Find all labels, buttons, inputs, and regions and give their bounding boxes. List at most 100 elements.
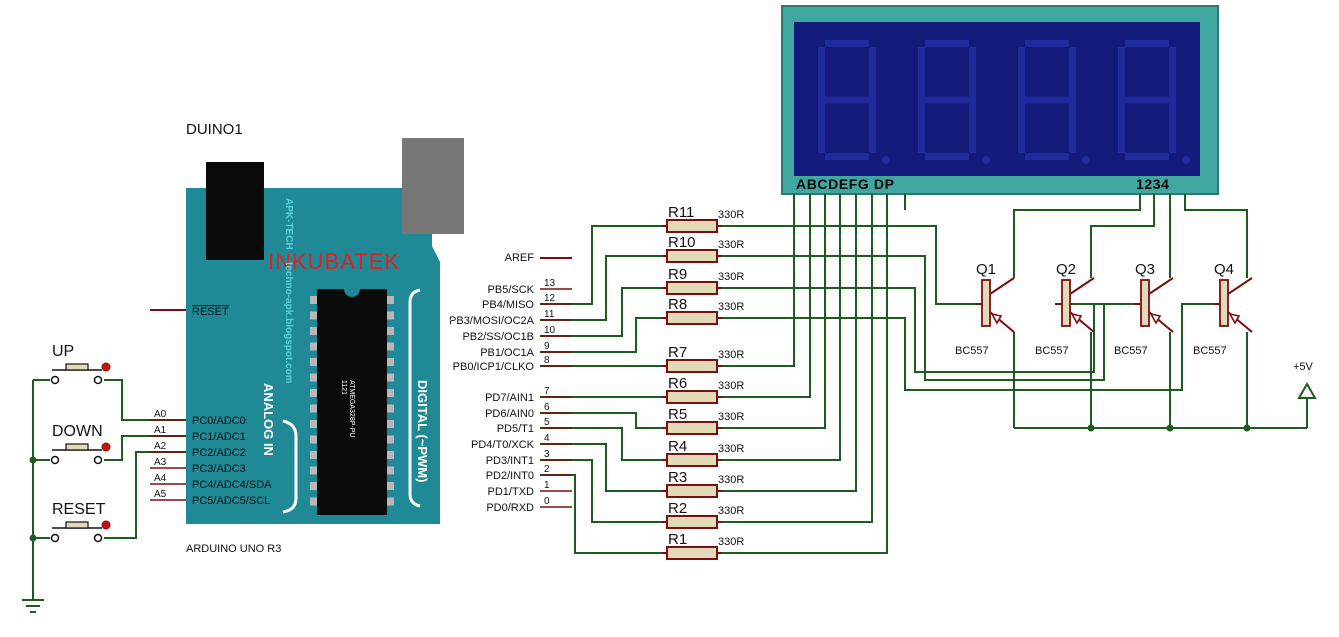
chip-pin: [387, 435, 394, 444]
digital-title: DIGITAL (~PWM): [415, 380, 430, 482]
segment: [925, 153, 969, 160]
vcc-label: +5V: [1293, 361, 1314, 373]
segment: [1118, 100, 1125, 153]
seg-d-wire: [717, 195, 841, 461]
analog-pin-number: A3: [154, 457, 167, 468]
analog-pin-number: A1: [154, 425, 167, 436]
display-digits: [818, 40, 1190, 164]
brand-label: INKUBATEK: [268, 249, 400, 274]
chip-pin: [310, 420, 317, 428]
segment: [969, 47, 976, 100]
analog-pin-number: A0: [154, 409, 167, 420]
chip-pin: [387, 358, 394, 366]
button-terminal: [50, 455, 60, 465]
resistor: [662, 484, 722, 498]
pwm-tilde-icon: ~: [457, 331, 464, 343]
power-jack: [402, 138, 464, 234]
resistor: [662, 453, 722, 467]
analog-pin-name: PC3/ADC3: [192, 463, 246, 475]
digital-pin-number: 0: [544, 496, 550, 507]
pnp-transistor: [975, 277, 1015, 333]
digit2-wire: [1090, 195, 1155, 278]
resistor: [662, 281, 722, 295]
digital-pin-number: 5: [544, 417, 550, 428]
chip-pin: [387, 389, 394, 397]
digit4-wire: [1184, 195, 1248, 278]
transistor-ref: Q1: [976, 261, 996, 278]
button-terminal: [93, 375, 103, 385]
segment: [1118, 47, 1125, 100]
segment: [869, 100, 876, 153]
digital-pin-name: PD2/INT0: [486, 470, 534, 482]
resistor-body: [666, 484, 718, 498]
transistor-ref: Q3: [1135, 261, 1155, 278]
digital-pin-number: 2: [544, 464, 550, 475]
vcc-arrow-icon: [1297, 381, 1317, 399]
chip-pin: [387, 466, 394, 475]
analog-pin-name: PC2/ADC2: [192, 447, 246, 459]
chip-pin: [387, 327, 394, 335]
digital-pin-name: PB1/OC1A: [480, 347, 534, 359]
segment: [1025, 96, 1069, 104]
chip-pin: [310, 342, 317, 351]
ground-icon: [22, 599, 44, 613]
resistor-body: [666, 219, 718, 233]
analog-pin-number: A4: [154, 473, 167, 484]
segment: [925, 96, 969, 104]
pwm-tilde-icon: ~: [487, 423, 494, 435]
resistor: [662, 546, 722, 560]
digit: [1018, 40, 1090, 164]
segment: [969, 100, 976, 153]
resistor-body: [666, 281, 718, 295]
reset-pin-label: RESET: [192, 306, 229, 318]
seg-f-wire: [717, 195, 873, 523]
segment: [918, 100, 925, 153]
segment: [925, 40, 969, 47]
seg-b-wire: [717, 195, 811, 398]
button-terminal: [93, 533, 103, 543]
digital-pin-number: 9: [544, 341, 550, 352]
segment: [1169, 100, 1176, 153]
button-cap: [65, 363, 89, 371]
push-button: [50, 520, 111, 543]
transistors: [975, 277, 1253, 333]
analog-pin-number: A2: [154, 441, 167, 452]
push-button: [50, 442, 111, 465]
digital-pin-name: PD1/TXD: [488, 486, 535, 498]
analog-bracket: [282, 419, 298, 514]
analog-pin-number: A5: [154, 489, 167, 500]
resistor-body: [666, 453, 718, 467]
chip-pin: [310, 327, 317, 335]
analog-pin-name: PC0/ADC0: [192, 415, 246, 427]
transistor-collector: [1148, 277, 1174, 295]
digit-pin-label: 1234: [1136, 176, 1170, 192]
decimal-point: [882, 156, 890, 164]
resistor-value: 330R: [718, 239, 744, 251]
digital-pin-name: PB2/SS/OC1B: [462, 331, 534, 343]
seg-e-wire: [717, 195, 857, 492]
resistor-body: [666, 359, 718, 373]
chip-pin: [310, 435, 317, 444]
resistor-value: 330R: [718, 505, 744, 517]
resistors: [662, 219, 722, 560]
chip-pin: [387, 296, 394, 304]
chip-part-number: ATMEGA328P-PU: [348, 380, 355, 437]
wire-r4: [540, 427, 667, 461]
pnp-transistor: [1055, 277, 1095, 333]
button-state-indicator: [101, 442, 111, 452]
button-label: DOWN: [52, 423, 103, 440]
resistor: [662, 421, 722, 435]
button-cap: [65, 443, 89, 451]
digital-pin-number: 1: [544, 480, 550, 491]
emitter-arrow-icon: [990, 312, 1003, 325]
digital-pin-name: PB4/MISO: [482, 299, 534, 311]
analog-pin-name: PC4/ADC4/SDA: [192, 479, 272, 491]
chip-pin: [310, 466, 317, 475]
resistor-body: [666, 515, 718, 529]
segment: [869, 47, 876, 100]
chip-pin: [310, 482, 317, 490]
rx-label: RX: [444, 504, 458, 515]
chip-pin: [310, 373, 317, 382]
analog-title: ANALOG IN: [261, 383, 276, 456]
pwm-tilde-icon: ~: [445, 315, 452, 327]
